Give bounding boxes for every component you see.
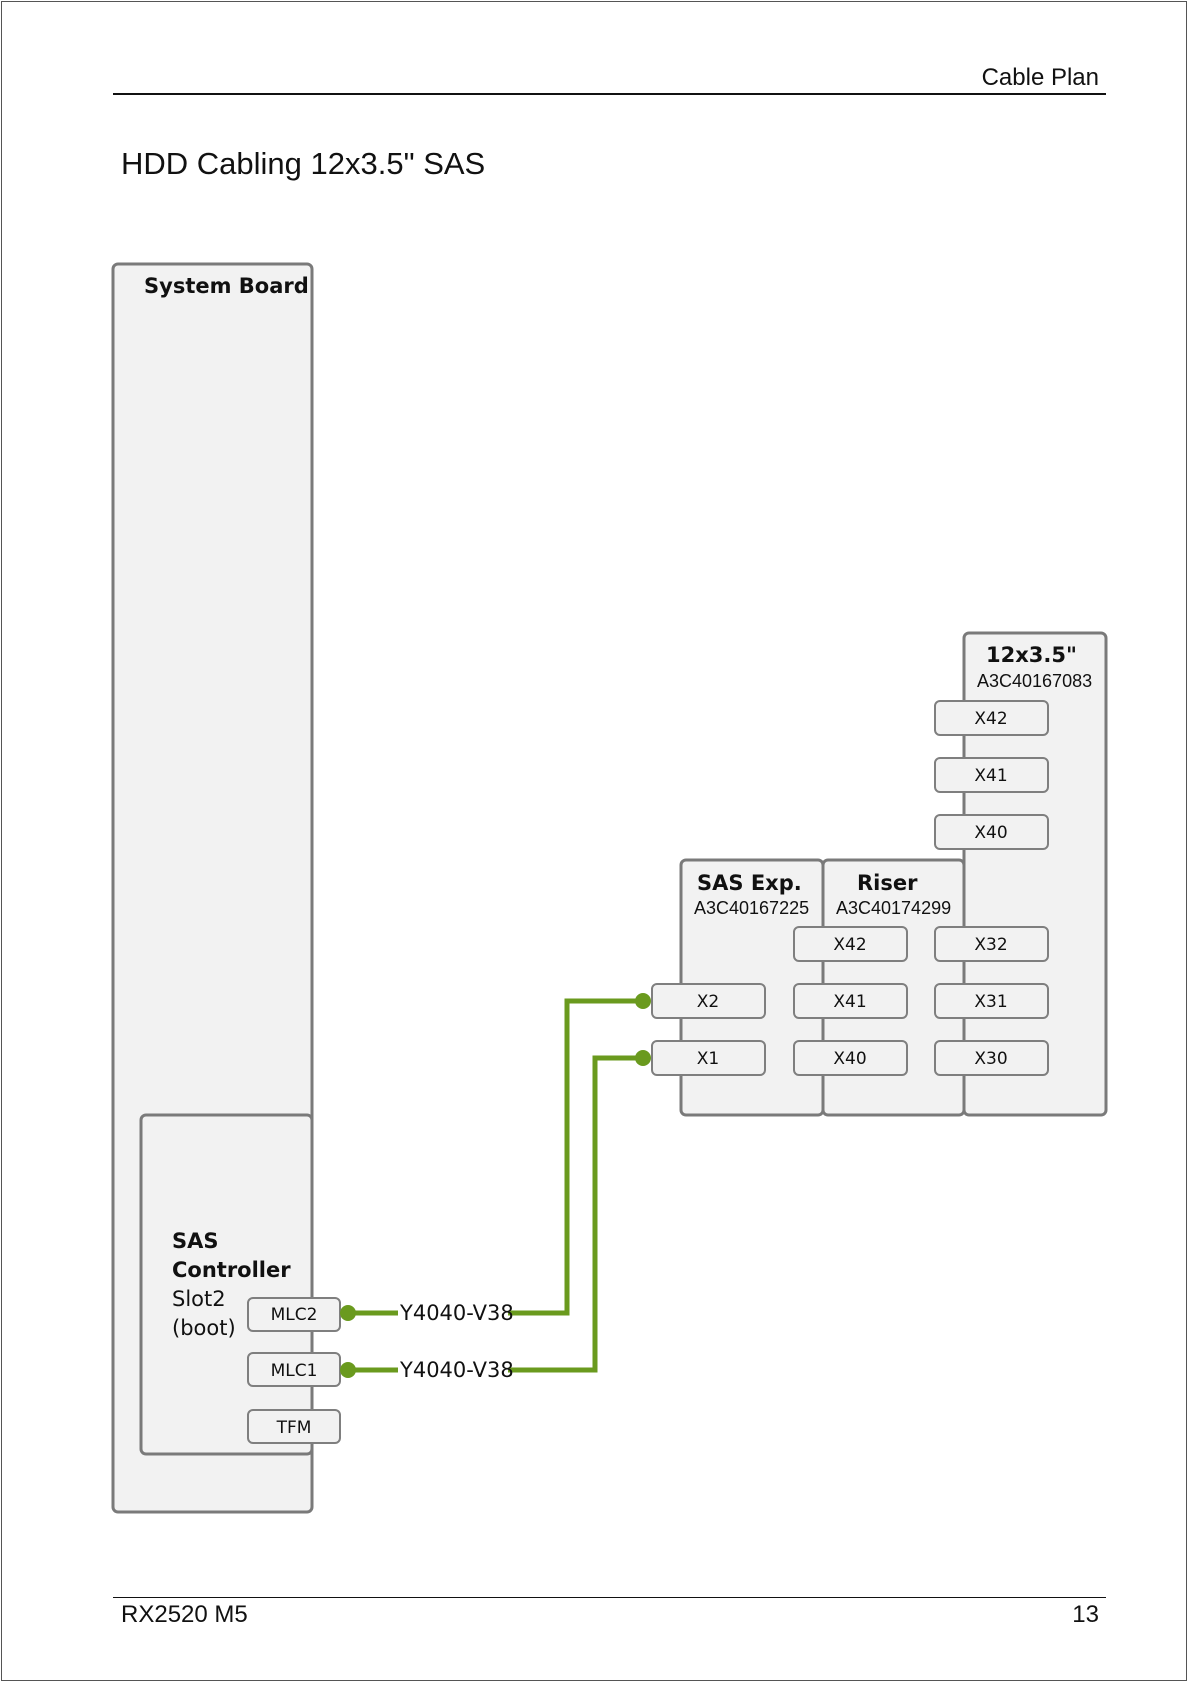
cable-endpoint-x2 [635,993,651,1009]
port-mlc1-label: MLC1 [271,1361,318,1381]
footer-model: RX2520 M5 [121,1601,248,1629]
footer-rule [113,1597,1106,1598]
sas-expander-port-x1-label: X1 [697,1049,719,1069]
sas-controller-slot-line2: (boot) [172,1316,236,1340]
riser-label: Riser [857,871,918,895]
port-mlc2-label: MLC2 [271,1305,318,1325]
cable-endpoint-x1 [635,1050,651,1066]
riser-port-x40-label: X40 [833,1049,866,1069]
backplane-port-x30-label: X30 [974,1049,1007,1069]
cable-mlc2-to-x2 [348,1001,643,1313]
backplane-port-x31-label: X31 [974,992,1007,1012]
port-tfm-label: TFM [276,1418,312,1438]
sas-expander-part-number: A3C40167225 [694,898,809,918]
cable-endpoint-mlc2 [340,1305,356,1321]
backplane-port-x41-label: X41 [974,766,1007,786]
sas-controller-label-line2: Controller [172,1258,291,1282]
backplane-port-x32-label: X32 [974,935,1007,955]
cable-endpoint-mlc1 [340,1362,356,1378]
cable-label-mlc2-x2: Y4040-V38 [399,1301,514,1325]
backplane-label: 12x3.5" [986,643,1077,667]
sas-controller-label-line1: SAS [172,1229,219,1253]
cable-label-mlc1-x1: Y4040-V38 [399,1358,514,1382]
system-board-label: System Board [144,274,309,298]
footer-page-number: 13 [1072,1601,1099,1629]
sas-controller-slot-line1: Slot2 [172,1287,226,1311]
backplane-port-x42-label: X42 [974,709,1007,729]
riser-port-x42-label: X42 [833,935,866,955]
sas-controller [141,1115,312,1454]
backplane-part-number: A3C40167083 [977,671,1092,691]
sas-expander-port-x2-label: X2 [697,992,719,1012]
riser-part-number: A3C40174299 [836,898,951,918]
backplane-port-x40-label: X40 [974,823,1007,843]
riser-port-x41-label: X41 [833,992,866,1012]
sas-expander-label: SAS Exp. [697,871,802,895]
